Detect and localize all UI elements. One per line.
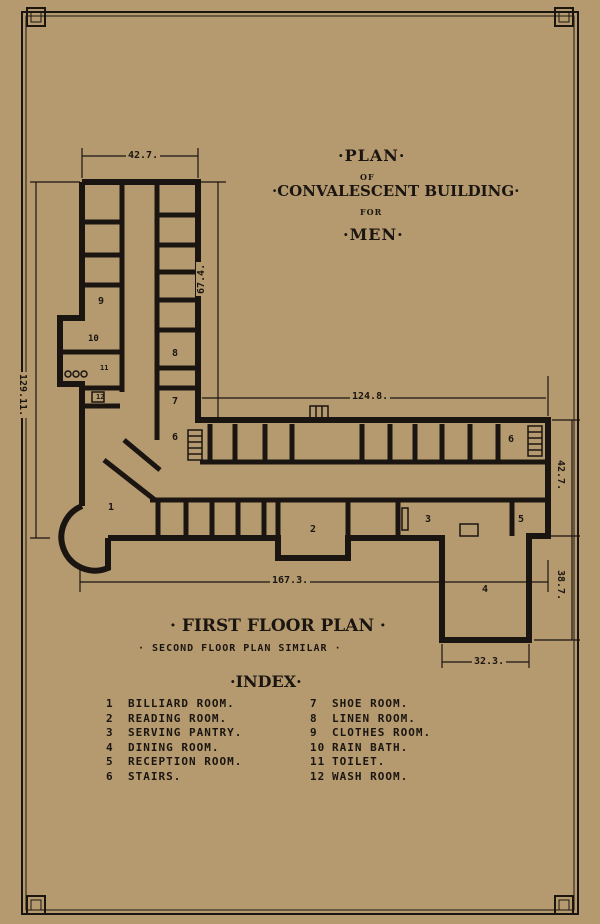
index-entry-number: 10	[310, 740, 326, 754]
plan-title-men: ·MEN·	[343, 225, 404, 244]
index-entry: 4 DINING ROOM.	[106, 741, 219, 754]
room-number-9: 9	[98, 296, 105, 307]
dim-top-wing-width: 42.7.	[126, 150, 161, 161]
plan-title-for: FOR	[360, 207, 383, 217]
room-number-6a: 6	[172, 432, 179, 443]
interior-walls	[62, 184, 546, 536]
index-entry-number: 7	[310, 697, 318, 710]
index-entry-number: 11	[310, 755, 326, 768]
building-walls	[57, 179, 551, 643]
index-entry-number: 1	[106, 697, 114, 710]
room-number-8: 8	[172, 348, 179, 359]
room-number-1: 1	[108, 502, 115, 513]
room-number-4: 4	[482, 584, 489, 595]
index-entry-number: 8	[310, 711, 318, 725]
room-number-7: 7	[172, 396, 179, 407]
index-entry: 9 CLOTHES ROOM.	[310, 726, 431, 739]
index-entry-label: SHOE ROOM.	[332, 697, 409, 710]
index-entry: 1 BILLIARD ROOM.	[106, 697, 235, 710]
dim-dining-width: 32.3.	[472, 656, 507, 667]
index-entry-label: SERVING PANTRY.	[128, 726, 243, 739]
room-number-12: 12	[96, 393, 105, 401]
index-entry: 3 SERVING PANTRY.	[106, 726, 242, 739]
dim-overall-length: 167.3.	[270, 575, 311, 586]
index-entry-label: RAIN BATH.	[332, 740, 409, 754]
index-entry: 10 RAIN BATH.	[310, 741, 408, 754]
index-entry-number: 6	[106, 769, 114, 783]
room-number-10: 10	[88, 334, 99, 344]
room-number-3: 3	[425, 514, 432, 525]
index-entry: 2 READING ROOM.	[106, 712, 227, 725]
index-entry-label: CLOTHES ROOM.	[332, 726, 432, 739]
sheet-border	[21, 7, 579, 915]
index-entry-label: DINING ROOM.	[128, 740, 220, 754]
room-number-5: 5	[518, 514, 525, 525]
index-entry: 7 SHOE ROOM.	[310, 697, 408, 710]
index-entry: 8 LINEN ROOM.	[310, 712, 416, 725]
index-entry-number: 5	[106, 755, 114, 768]
index-entry-label: WASH ROOM.	[332, 769, 409, 783]
index-entry-label: TOILET.	[332, 755, 386, 768]
room-number-6b: 6	[508, 434, 515, 445]
plan-title-of: OF	[360, 172, 375, 182]
room-number-2: 2	[310, 524, 317, 535]
index-entry-label: RECEPTION ROOM.	[128, 755, 243, 768]
index-title: ·INDEX·	[230, 672, 302, 691]
floor-plan-subtitle: · SECOND FLOOR PLAN SIMILAR ·	[138, 643, 342, 654]
index-entry: 11 TOILET.	[310, 755, 385, 768]
dim-upper-wing-length: 67.4.	[196, 261, 207, 296]
index-entry-label: BILLIARD ROOM.	[128, 697, 235, 710]
room-number-11: 11	[100, 364, 109, 372]
plan-title-building: ·CONVALESCENT BUILDING·	[272, 182, 520, 200]
index-entry: 6 STAIRS.	[106, 770, 181, 783]
plan-title-line1: ·PLAN·	[338, 146, 406, 165]
index-entry-number: 9	[310, 726, 318, 739]
index-entry-number: 3	[106, 726, 114, 739]
index-entry-number: 4	[106, 740, 114, 754]
index-entry-number: 2	[106, 711, 114, 725]
dim-east-wing-length: 124.8.	[350, 391, 391, 402]
dim-dining-depth: 38.7.	[555, 568, 566, 603]
index-entry-number: 12	[310, 769, 326, 783]
stair-details	[64, 370, 543, 537]
dim-east-end-width: 42.7.	[555, 458, 566, 493]
index-entry: 5 RECEPTION ROOM.	[106, 755, 242, 768]
index-entry-label: LINEN ROOM.	[332, 711, 416, 725]
index-entry-label: READING ROOM.	[128, 711, 228, 725]
index-entry: 12 WASH ROOM.	[310, 770, 408, 783]
floor-plan-title: · FIRST FLOOR PLAN ·	[170, 616, 386, 636]
dim-overall-height: 129.11.	[17, 372, 28, 419]
index-entry-label: STAIRS.	[128, 769, 182, 783]
